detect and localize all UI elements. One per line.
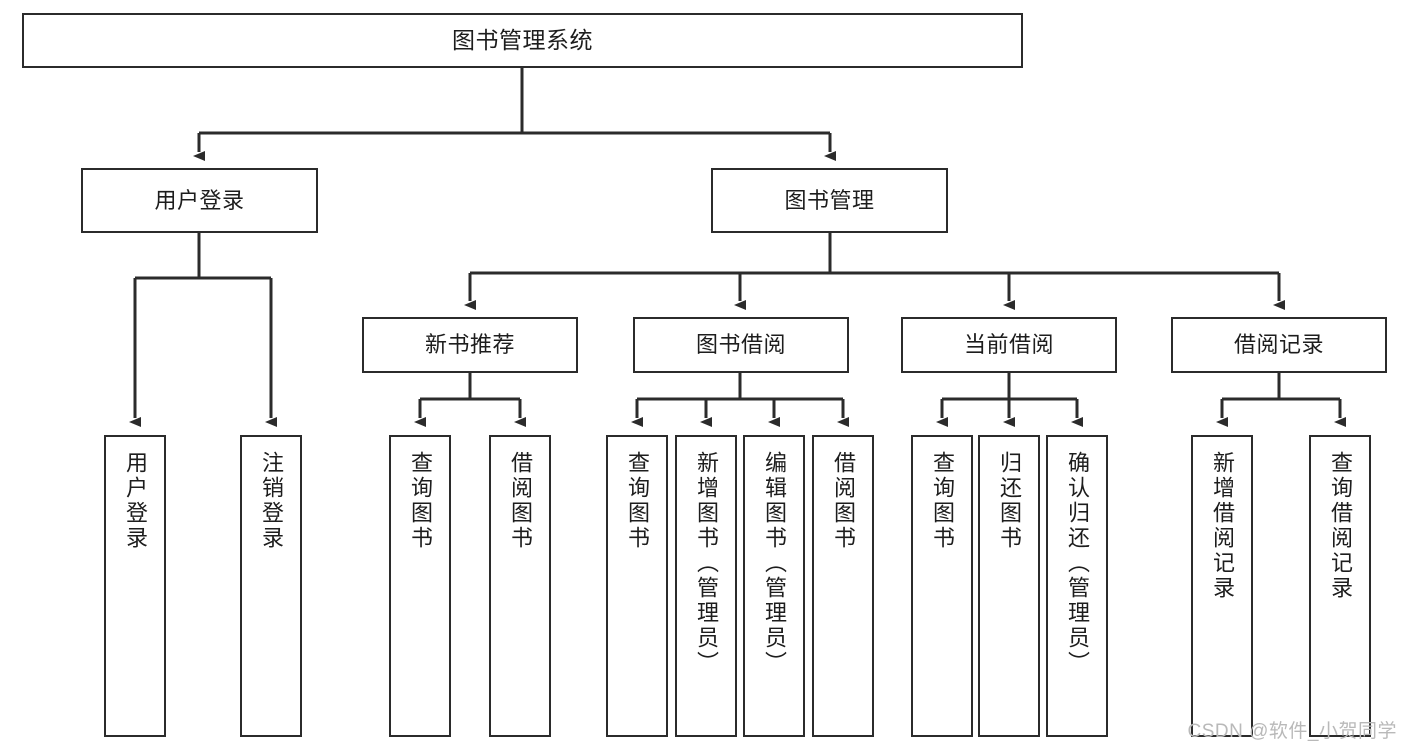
csdn-watermark: CSDN @软件_小贺同学 bbox=[1187, 721, 1397, 742]
node-label: 确认归还（管理员） bbox=[1065, 451, 1090, 676]
leaf-book-borrow-edit-book-admin[interactable]: 编辑图书（管理员） bbox=[743, 435, 805, 737]
leaf-current-borrow-confirm-return-admin[interactable]: 确认归还（管理员） bbox=[1046, 435, 1108, 737]
leaf-new-book-borrow-book[interactable]: 借阅图书 bbox=[489, 435, 551, 737]
node-label: 新增借阅记录 bbox=[1210, 451, 1235, 601]
node-label: 查询图书 bbox=[408, 451, 433, 551]
node-new-book-recommend[interactable]: 新书推荐 bbox=[362, 317, 578, 373]
node-label: 查询图书 bbox=[930, 451, 955, 551]
node-label: 查询图书 bbox=[625, 451, 650, 551]
node-label: 用户登录 bbox=[123, 451, 148, 551]
node-label: 借阅图书 bbox=[831, 451, 856, 551]
leaf-book-borrow-query-book[interactable]: 查询图书 bbox=[606, 435, 668, 737]
leaf-user-login-login[interactable]: 用户登录 bbox=[104, 435, 166, 737]
node-label: 当前借阅 bbox=[963, 332, 1054, 358]
node-user-login[interactable]: 用户登录 bbox=[81, 168, 318, 233]
node-label: 归还图书 bbox=[997, 451, 1022, 551]
leaf-book-borrow-add-book-admin[interactable]: 新增图书（管理员） bbox=[675, 435, 737, 737]
node-book-management[interactable]: 图书管理 bbox=[711, 168, 948, 233]
node-label: 新增图书（管理员） bbox=[694, 451, 719, 676]
node-label: 图书借阅 bbox=[695, 332, 786, 358]
node-label: 注销登录 bbox=[259, 451, 284, 551]
leaf-user-login-logout[interactable]: 注销登录 bbox=[240, 435, 302, 737]
node-borrow-record[interactable]: 借阅记录 bbox=[1171, 317, 1387, 373]
node-label: 用户登录 bbox=[154, 187, 245, 213]
leaf-new-book-query-book[interactable]: 查询图书 bbox=[389, 435, 451, 737]
leaf-borrow-record-add-record[interactable]: 新增借阅记录 bbox=[1191, 435, 1253, 737]
node-book-borrow[interactable]: 图书借阅 bbox=[633, 317, 849, 373]
leaf-current-borrow-return-book[interactable]: 归还图书 bbox=[978, 435, 1040, 737]
node-label: 新书推荐 bbox=[424, 332, 515, 358]
node-label: 借阅记录 bbox=[1233, 332, 1324, 358]
node-label: 查询借阅记录 bbox=[1328, 451, 1353, 601]
node-label: 图书管理 bbox=[784, 187, 875, 213]
leaf-borrow-record-query-record[interactable]: 查询借阅记录 bbox=[1309, 435, 1371, 737]
node-label: 借阅图书 bbox=[508, 451, 533, 551]
node-root-book-management-system[interactable]: 图书管理系统 bbox=[22, 13, 1023, 68]
leaf-current-borrow-query-book[interactable]: 查询图书 bbox=[911, 435, 973, 737]
node-label: 图书管理系统 bbox=[452, 26, 593, 53]
node-current-borrow[interactable]: 当前借阅 bbox=[901, 317, 1117, 373]
leaf-book-borrow-borrow-book[interactable]: 借阅图书 bbox=[812, 435, 874, 737]
node-label: 编辑图书（管理员） bbox=[762, 451, 787, 676]
